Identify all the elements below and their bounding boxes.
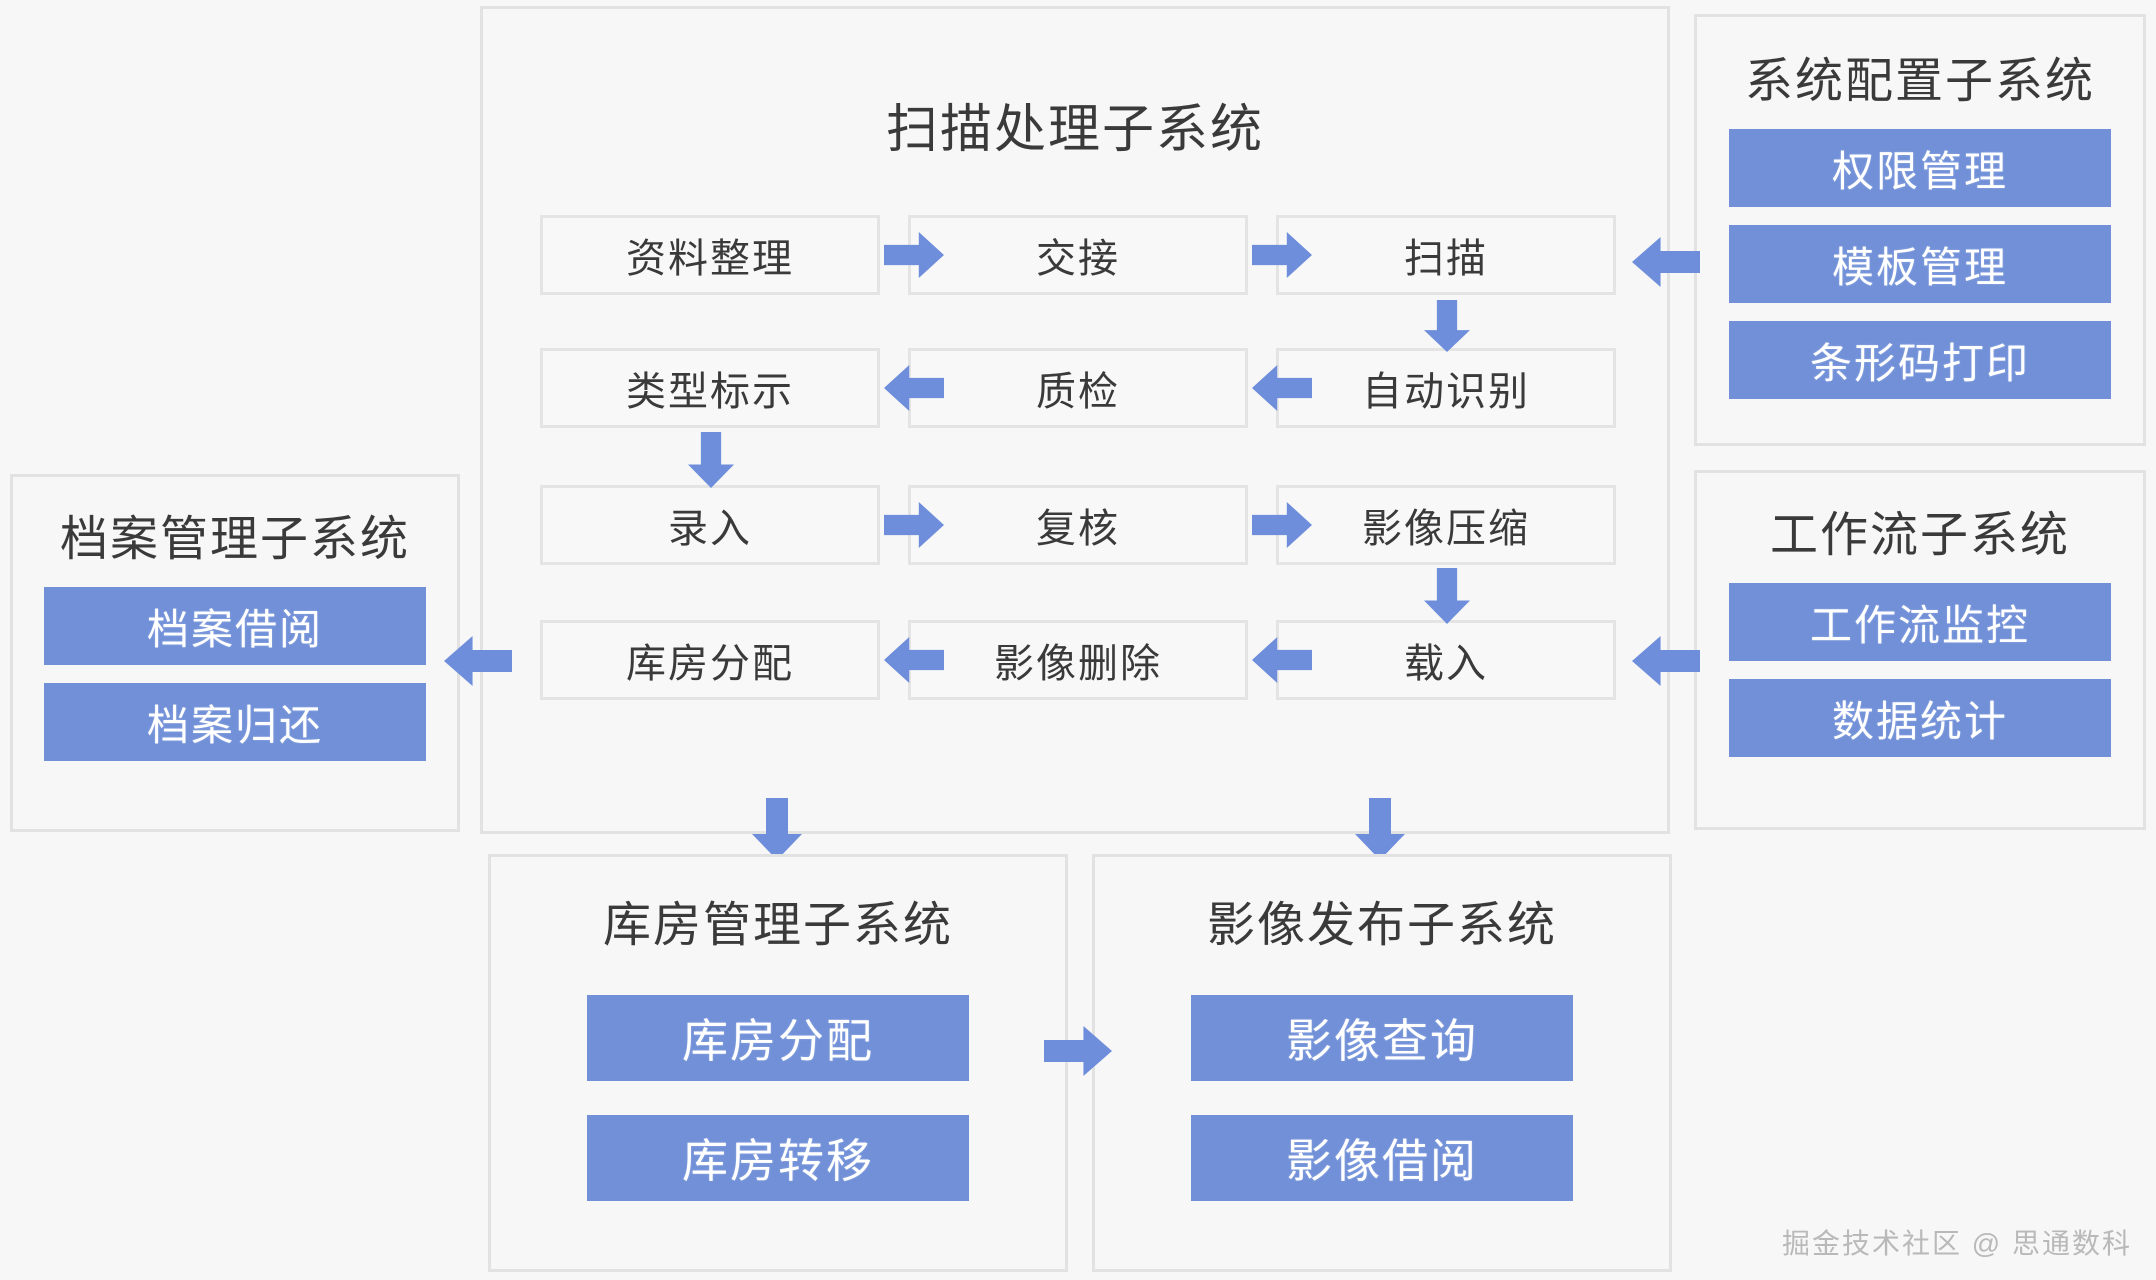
workflow-subsystem-title: 工作流子系统 [1769, 509, 2070, 562]
publish-module-stack: 影像查询 影像借阅 [1095, 995, 1669, 1201]
module-kufangzhuanyi[interactable]: 库房转移 [587, 1115, 969, 1201]
module-quanxianguanli[interactable]: 权限管理 [1729, 129, 2111, 207]
archive-module-stack: 档案借阅 档案归还 [13, 587, 457, 761]
scan-processing-subsystem-title: 扫描处理子系统 [885, 101, 1264, 159]
module-mobanguanli[interactable]: 模板管理 [1729, 225, 2111, 303]
warehouse-management-subsystem-title: 库房管理子系统 [602, 899, 953, 952]
archive-management-subsystem-title: 档案管理子系统 [59, 513, 410, 566]
process-box-kufangfenpei[interactable]: 库房分配 [540, 620, 880, 700]
workflow-subsystem-panel: 工作流子系统 工作流监控 数据统计 [1694, 470, 2146, 830]
process-box-zidongshibie[interactable]: 自动识别 [1276, 348, 1616, 428]
module-tiaoxingmadayin[interactable]: 条形码打印 [1729, 321, 2111, 399]
module-kufangfenpei[interactable]: 库房分配 [587, 995, 969, 1081]
warehouse-module-stack: 库房分配 库房转移 [491, 995, 1065, 1201]
module-shujutongji[interactable]: 数据统计 [1729, 679, 2111, 757]
image-publishing-subsystem-panel: 影像发布子系统 影像查询 影像借阅 [1092, 854, 1672, 1272]
process-box-zhijian[interactable]: 质检 [908, 348, 1248, 428]
module-danganguihuan[interactable]: 档案归还 [44, 683, 426, 761]
module-dangjanjieyue[interactable]: 档案借阅 [44, 587, 426, 665]
process-box-zairu[interactable]: 载入 [1276, 620, 1616, 700]
watermark-text: 掘金技术社区 @ 思通数科 [1782, 1228, 2132, 1259]
process-box-fuhe[interactable]: 复核 [908, 485, 1248, 565]
process-box-luru[interactable]: 录入 [540, 485, 880, 565]
archive-management-subsystem-panel: 档案管理子系统 档案借阅 档案归还 [10, 474, 460, 832]
process-box-leixingbiaoshi[interactable]: 类型标示 [540, 348, 880, 428]
process-box-saomiao[interactable]: 扫描 [1276, 215, 1616, 295]
process-box-jiaojie[interactable]: 交接 [908, 215, 1248, 295]
system-configuration-subsystem-panel: 系统配置子系统 权限管理 模板管理 条形码打印 [1694, 14, 2146, 446]
module-yingxiangjieyue[interactable]: 影像借阅 [1191, 1115, 1573, 1201]
module-gongzuoliujiankong[interactable]: 工作流监控 [1729, 583, 2111, 661]
process-box-ziliaozhengli[interactable]: 资料整理 [540, 215, 880, 295]
config-module-stack: 权限管理 模板管理 条形码打印 [1697, 129, 2143, 399]
module-yingxiangchaxun[interactable]: 影像查询 [1191, 995, 1573, 1081]
process-box-yingxiangshanchu[interactable]: 影像删除 [908, 620, 1248, 700]
workflow-module-stack: 工作流监控 数据统计 [1697, 583, 2143, 757]
system-configuration-subsystem-title: 系统配置子系统 [1744, 55, 2095, 108]
process-box-yingxiangyasuo[interactable]: 影像压缩 [1276, 485, 1616, 565]
image-publishing-subsystem-title: 影像发布子系统 [1206, 899, 1557, 952]
warehouse-management-subsystem-panel: 库房管理子系统 库房分配 库房转移 [488, 854, 1068, 1272]
watermark: 掘金技术社区 @ 思通数科 [1782, 1222, 2132, 1262]
